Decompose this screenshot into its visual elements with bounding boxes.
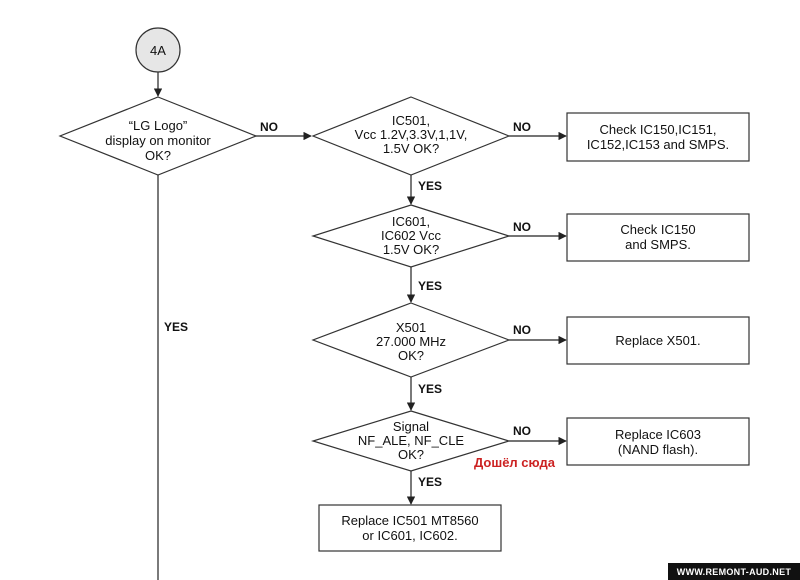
connector-circle bbox=[135, 27, 181, 73]
action-check-ic150-ic153-smps-box bbox=[566, 112, 750, 162]
action-replace-ic501-line-2: or IC601, IC602. bbox=[362, 528, 457, 543]
label-ic601-yes: YES bbox=[418, 279, 442, 293]
label-ic601-no: NO bbox=[513, 220, 531, 234]
action-replace-ic603-line-2: (NAND flash). bbox=[618, 442, 698, 457]
label-lg-logo-yes: YES bbox=[164, 320, 188, 334]
decision-lg-logo-line-1: “LG Logo” bbox=[129, 118, 188, 133]
decision-x501-line-1: X501 bbox=[396, 320, 426, 335]
action-check-ic150-smps-line-2: and SMPS. bbox=[625, 237, 691, 252]
action-replace-ic501: Replace IC501 MT8560 or IC601, IC602. bbox=[318, 504, 502, 552]
action-replace-ic603-line-1: Replace IC603 bbox=[615, 427, 701, 442]
decision-x501-line-3: OK? bbox=[398, 348, 424, 363]
decision-signal-line-3: OK? bbox=[398, 447, 424, 462]
action-replace-ic501-box bbox=[318, 504, 502, 552]
decision-ic601-line-3: 1.5V OK? bbox=[383, 242, 439, 257]
decision-lg-logo: “LG Logo” display on monitor OK? bbox=[58, 96, 258, 176]
label-ic501-yes: YES bbox=[418, 179, 442, 193]
decision-ic601-line-2: IC602 Vcc bbox=[381, 228, 441, 243]
action-check-ic150-ic153-smps-line-2: IC152,IC153 and SMPS. bbox=[587, 137, 729, 152]
action-check-ic150-ic153-smps: Check IC150,IC151, IC152,IC153 and SMPS. bbox=[566, 112, 750, 162]
watermark: WWW.REMONT-AUD.NET bbox=[668, 563, 800, 580]
annotation-note: Дошёл сюда bbox=[474, 455, 556, 470]
decision-lg-logo-line-3: OK? bbox=[145, 148, 171, 163]
watermark-bg bbox=[668, 563, 800, 580]
action-replace-x501-box bbox=[566, 316, 750, 365]
decision-lg-logo-line-2: display on monitor bbox=[105, 133, 211, 148]
action-replace-ic501-line-1: Replace IC501 MT8560 bbox=[341, 513, 478, 528]
label-lg-logo-no: NO bbox=[260, 120, 278, 134]
action-check-ic150-smps-line-1: Check IC150 bbox=[620, 222, 695, 237]
decision-ic601-line-1: IC601, bbox=[392, 214, 430, 229]
decision-signal-line-2: NF_ALE, NF_CLE bbox=[358, 433, 465, 448]
decision-x501: X501 27.000 MHz OK? bbox=[311, 302, 511, 378]
decision-ic601: IC601, IC602 Vcc 1.5V OK? bbox=[311, 204, 511, 268]
decision-x501-line-2: 27.000 MHz bbox=[376, 334, 446, 349]
action-replace-ic603-box bbox=[566, 417, 750, 466]
decision-signal-line-1: Signal bbox=[393, 419, 429, 434]
label-x501-no: NO bbox=[513, 323, 531, 337]
connector-4a: 4A bbox=[135, 27, 181, 97]
decision-ic501: IC501, Vcc 1.2V,3.3V,1,1V, 1.5V OK? bbox=[311, 96, 511, 176]
action-replace-ic603: Replace IC603 (NAND flash). bbox=[566, 417, 750, 466]
connector-label: 4A bbox=[150, 43, 166, 58]
label-signal-yes: YES bbox=[418, 475, 442, 489]
action-replace-x501: Replace X501. bbox=[566, 316, 750, 365]
action-check-ic150-smps: Check IC150 and SMPS. bbox=[566, 213, 750, 262]
watermark-text: WWW.REMONT-AUD.NET bbox=[677, 567, 792, 577]
label-ic501-no: NO bbox=[513, 120, 531, 134]
label-signal-no: NO bbox=[513, 424, 531, 438]
decision-ic501-line-3: 1.5V OK? bbox=[383, 141, 439, 156]
decision-ic501-line-2: Vcc 1.2V,3.3V,1,1V, bbox=[355, 127, 468, 142]
action-replace-x501-line-1: Replace X501. bbox=[615, 333, 700, 348]
action-check-ic150-smps-box bbox=[566, 213, 750, 262]
action-check-ic150-ic153-smps-line-1: Check IC150,IC151, bbox=[599, 122, 716, 137]
decision-ic501-line-1: IC501, bbox=[392, 113, 430, 128]
label-x501-yes: YES bbox=[418, 382, 442, 396]
